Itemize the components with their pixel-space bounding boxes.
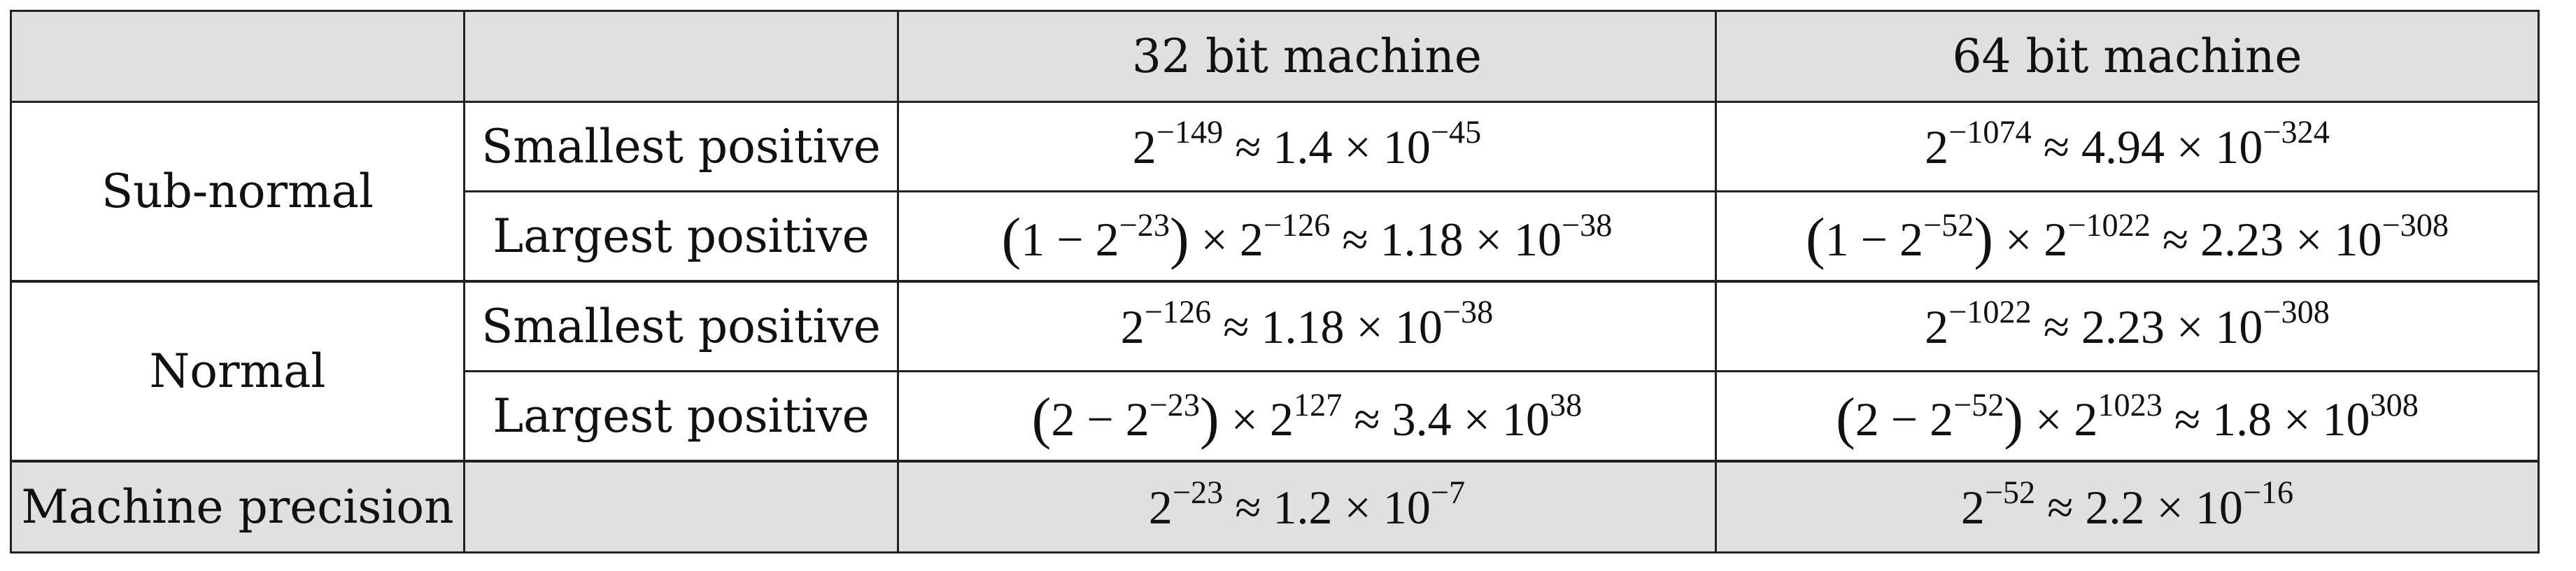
math-expression: (2 − 2−23) × 2127 ≈ 3.4 × 1038 bbox=[1031, 386, 1583, 451]
math-expression: 2−52 ≈ 2.2 × 10−16 bbox=[1960, 475, 2294, 534]
header-32-bit: 32 bit machine bbox=[897, 10, 1717, 103]
floating-point-limits-table: 32 bit machine 64 bit machine Sub-normal… bbox=[10, 10, 2540, 554]
table-row: Normal Smallest positive 2−126 ≈ 1.18 × … bbox=[10, 280, 2540, 463]
value-32bit: 2−149 ≈ 1.4 × 10−45 bbox=[897, 101, 1717, 192]
table-container: 32 bit machine 64 bit machine Sub-normal… bbox=[10, 10, 2540, 554]
value-32bit: (1 − 2−23) × 2−126 ≈ 1.18 × 10−38 bbox=[897, 190, 1717, 283]
math-expression: 2−149 ≈ 1.4 × 10−45 bbox=[1132, 115, 1482, 174]
group-label-subnormal: Sub-normal bbox=[10, 101, 465, 283]
value-64bit: 2−1022 ≈ 2.23 × 10−308 bbox=[1715, 280, 2540, 372]
table-row: Sub-normal Smallest positive 2−149 ≈ 1.4… bbox=[10, 101, 2540, 283]
row-label: Largest positive bbox=[463, 190, 899, 283]
header-cell-empty-1 bbox=[10, 10, 465, 103]
header-row: 32 bit machine 64 bit machine bbox=[10, 10, 2540, 103]
row-label: Smallest positive bbox=[463, 280, 899, 372]
machine-precision-label: Machine precision bbox=[10, 460, 465, 554]
header-cell-empty-2 bbox=[463, 10, 899, 103]
table-row: Largest positive (2 − 2−23) × 2127 ≈ 3.4… bbox=[11, 370, 2540, 463]
value-32bit: (2 − 2−23) × 2127 ≈ 3.4 × 1038 bbox=[897, 370, 1717, 463]
value-64bit: (2 − 2−52) × 21023 ≈ 1.8 × 10308 bbox=[1715, 370, 2540, 463]
math-expression: 2−23 ≈ 1.2 × 10−7 bbox=[1148, 475, 1466, 534]
math-expression: 2−1074 ≈ 4.94 × 10−324 bbox=[1925, 115, 2330, 174]
value-64bit: (1 − 2−52) × 2−1022 ≈ 2.23 × 10−308 bbox=[1715, 190, 2540, 283]
math-expression: 2−126 ≈ 1.18 × 10−38 bbox=[1120, 295, 1494, 353]
machine-precision-empty bbox=[463, 460, 899, 554]
row-label: Largest positive bbox=[463, 370, 899, 463]
math-expression: (2 − 2−52) × 21023 ≈ 1.8 × 10308 bbox=[1836, 386, 2419, 451]
math-expression: 2−1022 ≈ 2.23 × 10−308 bbox=[1925, 295, 2330, 353]
table-row: Largest positive (1 − 2−23) × 2−126 ≈ 1.… bbox=[11, 190, 2540, 283]
value-32bit: 2−126 ≈ 1.18 × 10−38 bbox=[897, 280, 1717, 372]
group-label-normal: Normal bbox=[10, 280, 465, 463]
math-expression: (1 − 2−23) × 2−126 ≈ 1.18 × 10−38 bbox=[1001, 206, 1613, 271]
machine-precision-row: Machine precision 2−23 ≈ 1.2 × 10−7 2−52… bbox=[10, 460, 2540, 554]
header-64-bit: 64 bit machine bbox=[1715, 10, 2540, 103]
value-64bit: 2−52 ≈ 2.2 × 10−16 bbox=[1715, 460, 2540, 554]
value-32bit: 2−23 ≈ 1.2 × 10−7 bbox=[897, 460, 1717, 554]
math-expression: (1 − 2−52) × 2−1022 ≈ 2.23 × 10−308 bbox=[1806, 206, 2449, 271]
row-label: Smallest positive bbox=[463, 101, 899, 192]
value-64bit: 2−1074 ≈ 4.94 × 10−324 bbox=[1715, 101, 2540, 192]
